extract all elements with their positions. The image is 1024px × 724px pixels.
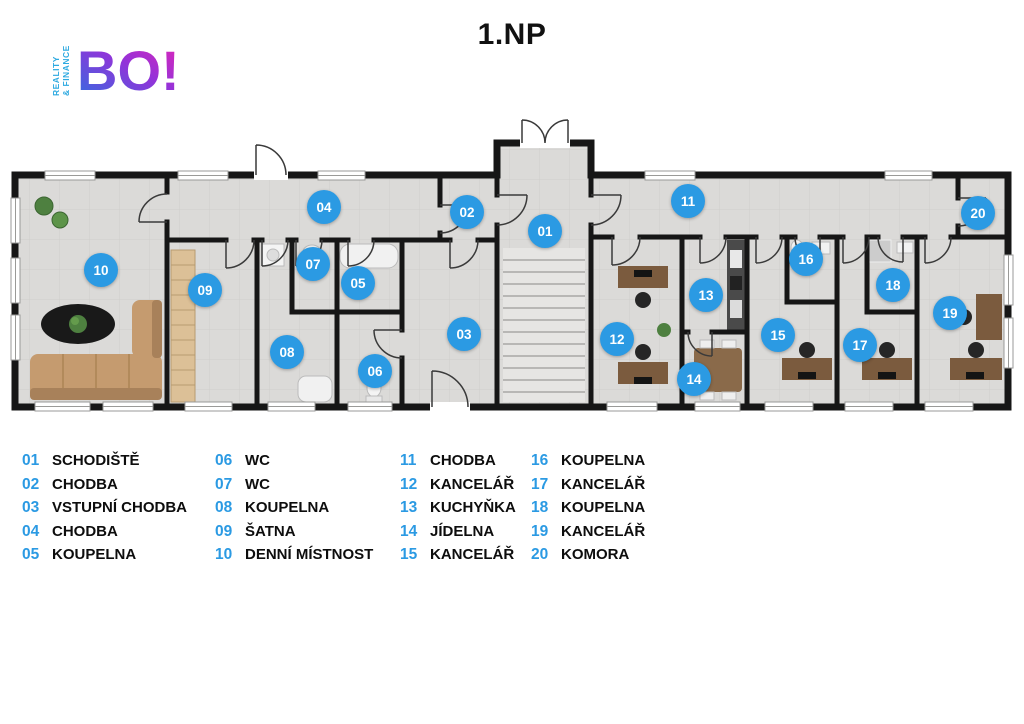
- room-marker-01: 01: [528, 214, 562, 248]
- room-marker-04: 04: [307, 190, 341, 224]
- room-marker-07: 07: [296, 247, 330, 281]
- legend-item-label: KOUPELNA: [561, 499, 646, 516]
- legend-item-label: KANCELÁŘ: [561, 475, 646, 493]
- legend-item-label: KOUPELNA: [245, 499, 330, 516]
- legend-item-07: 07 WC: [215, 476, 400, 500]
- legend-item-label: KANCELÁŘ: [430, 546, 515, 563]
- legend-item-number: 08: [215, 499, 233, 516]
- legend-item-number: 06: [215, 452, 233, 469]
- legend-item-label: KOUPELNA: [561, 452, 646, 469]
- kitchen-counter: [727, 240, 745, 332]
- room-marker-17: 17: [843, 328, 877, 362]
- legend-item-number: 19: [531, 522, 549, 540]
- room-marker-13: 13: [689, 278, 723, 312]
- wardrobe: [170, 249, 196, 403]
- legend-item-number: 09: [215, 522, 233, 540]
- legend-item-12: 12 KANCELÁŘ: [400, 476, 531, 500]
- legend-item-label: CHODBA: [52, 522, 118, 540]
- legend-item-number: 02: [22, 475, 40, 493]
- brand-tagline: REALITY & FINANCE: [51, 45, 71, 96]
- legend-item-label: JÍDELNA: [430, 522, 495, 540]
- room-marker-06: 06: [358, 354, 392, 388]
- interior-walls: [164, 172, 1008, 408]
- legend-item-19: 19 KANCELÁŘ: [531, 523, 645, 547]
- legend-item-13: 13 KUCHYŇKA: [400, 499, 531, 523]
- legend-item-01: 01 SCHODIŠTĚ: [22, 452, 215, 476]
- legend-item-number: 03: [22, 499, 40, 516]
- room-marker-16: 16: [789, 242, 823, 276]
- legend-item-number: 13: [400, 499, 418, 516]
- legend-item-label: KUCHYŇKA: [430, 499, 516, 516]
- legend-item-08: 08 KOUPELNA: [215, 499, 400, 523]
- brand-logo: REALITY & FINANCE BO!: [51, 39, 180, 102]
- office-desks: [618, 266, 1002, 384]
- room-marker-19: 19: [933, 296, 967, 330]
- legend-item-number: 05: [22, 546, 40, 563]
- legend-item-03: 03 VSTUPNÍ CHODBA: [22, 499, 215, 523]
- legend-item-number: 15: [400, 546, 418, 563]
- legend-item-number: 11: [400, 452, 417, 469]
- legend-item-10: 10 DENNÍ MÍSTNOST: [215, 546, 400, 570]
- page-title: 1.NP: [477, 18, 547, 51]
- legend-item-20: 20 KOMORA: [531, 546, 645, 570]
- legend-item-number: 17: [531, 475, 549, 493]
- legend-item-label: KANCELÁŘ: [561, 522, 646, 540]
- legend-item-number: 18: [531, 499, 549, 516]
- room-marker-18: 18: [876, 268, 910, 302]
- legend-item-label: ŠATNA: [245, 522, 296, 540]
- room-marker-08: 08: [270, 335, 304, 369]
- room-marker-03: 03: [447, 317, 481, 351]
- legend-item-number: 16: [531, 452, 549, 469]
- room-marker-09: 09: [188, 273, 222, 307]
- legend-item-02: 02 CHODBA: [22, 476, 215, 500]
- room-marker-05: 05: [341, 266, 375, 300]
- room-marker-02: 02: [450, 195, 484, 229]
- legend-item-14: 14 JÍDELNA: [400, 523, 531, 547]
- living-room-furniture: [30, 196, 162, 400]
- legend-item-label: SCHODIŠTĚ: [52, 452, 140, 469]
- legend-item-label: KANCELÁŘ: [430, 475, 515, 493]
- legend-item-number: 20: [531, 546, 549, 563]
- windows: [10, 170, 1014, 412]
- room-marker-15: 15: [761, 318, 795, 352]
- legend-item-label: CHODBA: [52, 475, 118, 493]
- legend-item-label: DENNÍ MÍSTNOST: [245, 546, 374, 563]
- legend-item-label: WC: [245, 475, 270, 493]
- legend-item-05: 05 KOUPELNA: [22, 546, 215, 570]
- room-marker-10: 10: [84, 253, 118, 287]
- legend-item-label: KOUPELNA: [52, 546, 137, 563]
- legend-item-18: 18 KOUPELNA: [531, 499, 645, 523]
- legend-item-11: 11 CHODBA: [400, 452, 531, 476]
- legend-item-number: 04: [22, 522, 40, 540]
- legend-item-number: 12: [400, 475, 418, 493]
- legend-item-04: 04 CHODBA: [22, 523, 215, 547]
- legend-item-number: 14: [400, 522, 418, 540]
- legend-item-15: 15 KANCELÁŘ: [400, 546, 531, 570]
- legend-item-17: 17 KANCELÁŘ: [531, 476, 645, 500]
- legend-item-label: KOMORA: [561, 546, 630, 563]
- legend-item-09: 09 ŠATNA: [215, 523, 400, 547]
- room-marker-11: 11: [671, 184, 705, 218]
- legend-item-number: 01: [22, 452, 40, 469]
- legend-item-06: 06 WC: [215, 452, 400, 476]
- legend-item-label: CHODBA: [430, 452, 496, 469]
- legend-item-16: 16 KOUPELNA: [531, 452, 645, 476]
- legend-item-label: VSTUPNÍ CHODBA: [52, 499, 188, 516]
- brand-name: BO!: [77, 39, 180, 102]
- room-marker-20: 20: [961, 196, 995, 230]
- staircase: [503, 248, 585, 402]
- room-marker-14: 14: [677, 362, 711, 396]
- room-marker-12: 12: [600, 322, 634, 356]
- legend-item-number: 07: [215, 475, 233, 493]
- legend-item-label: WC: [245, 452, 270, 469]
- legend-item-number: 10: [215, 546, 233, 563]
